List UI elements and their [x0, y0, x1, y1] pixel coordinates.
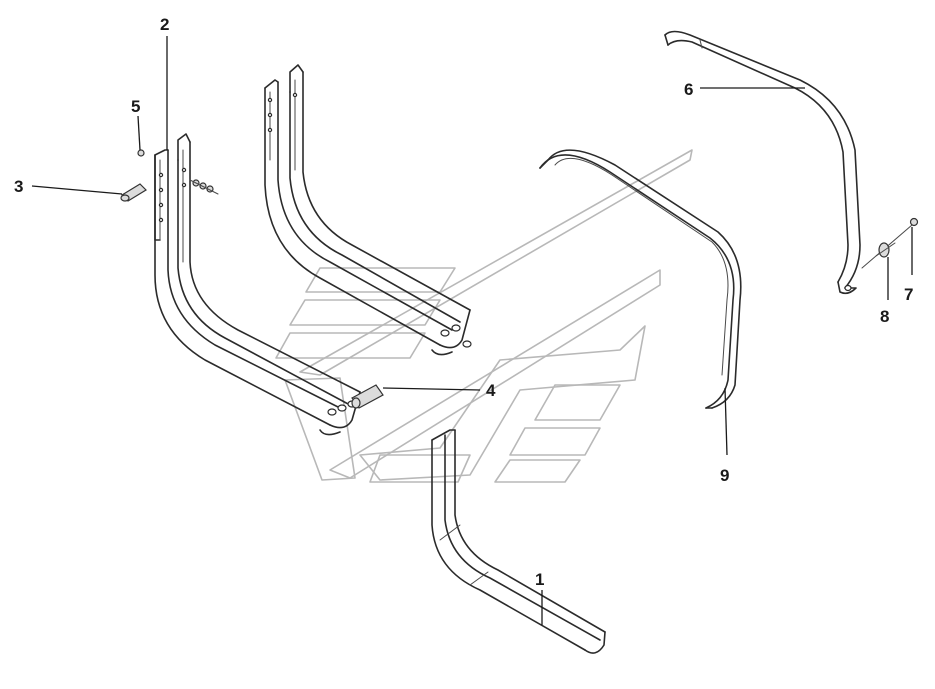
callout-2: 2 — [160, 15, 169, 34]
callouts: 2 5 3 4 6 8 7 9 1 — [14, 15, 913, 589]
callout-9: 9 — [720, 466, 729, 485]
lower-bracket — [431, 429, 606, 654]
arched-bracket — [664, 30, 861, 295]
callout-6: 6 — [684, 80, 693, 99]
callout-3: 3 — [14, 177, 23, 196]
leader-lines — [31, 36, 913, 625]
callout-1: 1 — [535, 570, 544, 589]
watermark-logo — [275, 149, 693, 483]
fender-arc — [539, 149, 742, 409]
pin-washer — [861, 217, 919, 269]
hardware — [120, 149, 384, 409]
callout-5: 5 — [131, 97, 140, 116]
callout-4: 4 — [486, 381, 496, 400]
bracket-front — [154, 133, 361, 436]
callout-8: 8 — [880, 307, 889, 326]
bracket-rear — [264, 64, 472, 356]
callout-7: 7 — [904, 285, 913, 304]
